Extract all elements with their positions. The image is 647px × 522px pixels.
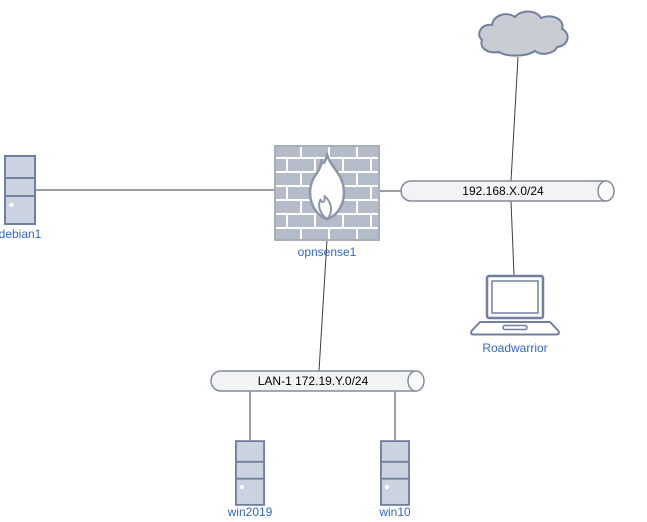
firewall-icon xyxy=(274,145,380,241)
node-label-opnsense1: opnsense1 xyxy=(297,245,357,259)
cloud-icon xyxy=(478,10,569,57)
segment-label-lan: LAN-1 172.19.Y.0/24 xyxy=(257,374,369,388)
node-win2019[interactable] xyxy=(235,440,265,511)
laptop-icon xyxy=(470,274,560,336)
node-roadwarrior[interactable] xyxy=(469,274,561,345)
node-internet-cloud[interactable] xyxy=(475,8,571,63)
network-segment-icon xyxy=(400,180,615,202)
node-label-win2019: win2019 xyxy=(227,505,273,519)
server-icon xyxy=(4,155,36,225)
node-label-win10: win10 xyxy=(379,505,411,519)
server-icon xyxy=(380,440,410,506)
node-opnsense1[interactable] xyxy=(274,145,380,246)
edge-wan-segment-roadwarrior xyxy=(510,200,515,276)
node-label-debian1: debian1 xyxy=(0,227,42,241)
segment-label-wan: 192.168.X.0/24 xyxy=(462,184,544,198)
network-segment-icon xyxy=(210,370,425,392)
edge-cloud-wan-segment xyxy=(510,56,519,182)
flame-inner-icon xyxy=(318,195,333,220)
node-label-roadwarrior: Roadwarrior xyxy=(482,341,548,355)
edge-opnsense1-lan-segment xyxy=(318,239,328,372)
node-win10[interactable] xyxy=(380,440,410,511)
node-wan-segment[interactable] xyxy=(400,180,616,207)
node-lan-segment[interactable] xyxy=(210,370,426,397)
server-icon xyxy=(235,440,265,506)
node-debian1[interactable] xyxy=(4,155,36,230)
firewall-border xyxy=(274,145,380,241)
